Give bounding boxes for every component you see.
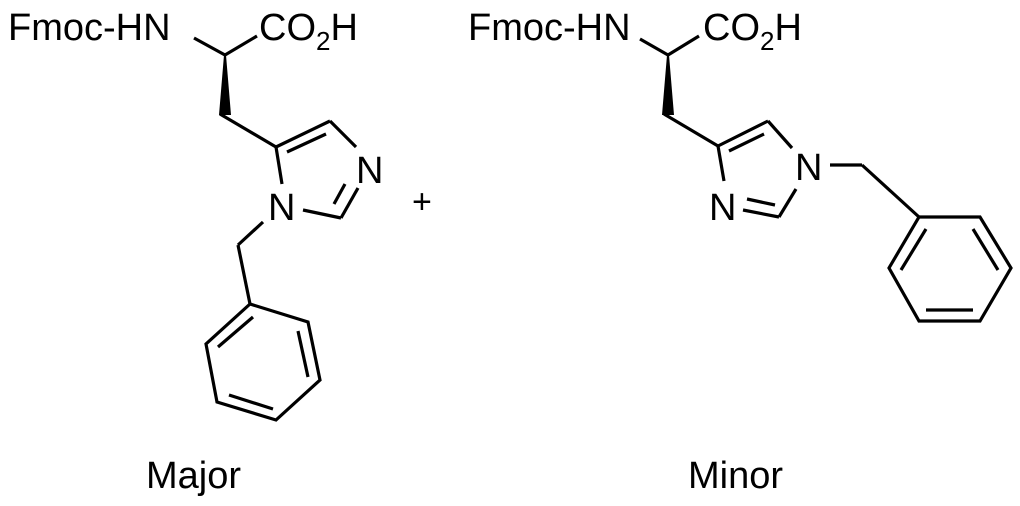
fmoc-hn-label: Fmoc-HN — [468, 7, 631, 49]
benzene-ring — [204, 302, 322, 422]
benzene-ring — [887, 215, 1013, 323]
stereo-wedge-bond — [662, 55, 674, 115]
alpha-carboxyl-bond — [667, 34, 700, 57]
major-isomer: Fmoc-HN CO2H N N Major — [8, 7, 383, 497]
alpha-carboxyl-bond — [224, 34, 258, 57]
n-alpha-bond — [639, 37, 669, 57]
imidazole-ring — [716, 119, 798, 219]
n-benzyl-bond — [236, 220, 265, 247]
benzyl-ch2-bond — [860, 163, 921, 219]
ch2-imidazole-bond — [663, 112, 719, 148]
imidazole-ring — [274, 119, 360, 220]
benzyl-ch2-bond — [236, 244, 252, 305]
stereo-wedge-bond — [219, 55, 231, 115]
imidazole-n3-label: N — [709, 187, 736, 229]
carboxyl-label: CO2H — [259, 7, 358, 56]
carboxyl-label: CO2H — [703, 7, 802, 56]
ch2-imidazole-bond — [219, 112, 277, 149]
minor-isomer: Fmoc-HN CO2H N N Minor — [468, 7, 1013, 497]
fmoc-hn-label: Fmoc-HN — [8, 7, 171, 49]
minor-caption: Minor — [688, 455, 783, 497]
major-caption: Major — [146, 455, 241, 497]
imidazole-n1-label: N — [268, 187, 295, 229]
imidazole-n3-label: N — [356, 150, 383, 192]
plus-sign: + — [412, 183, 432, 221]
imidazole-n1-label: N — [795, 147, 822, 189]
n-alpha-bond — [193, 36, 226, 57]
